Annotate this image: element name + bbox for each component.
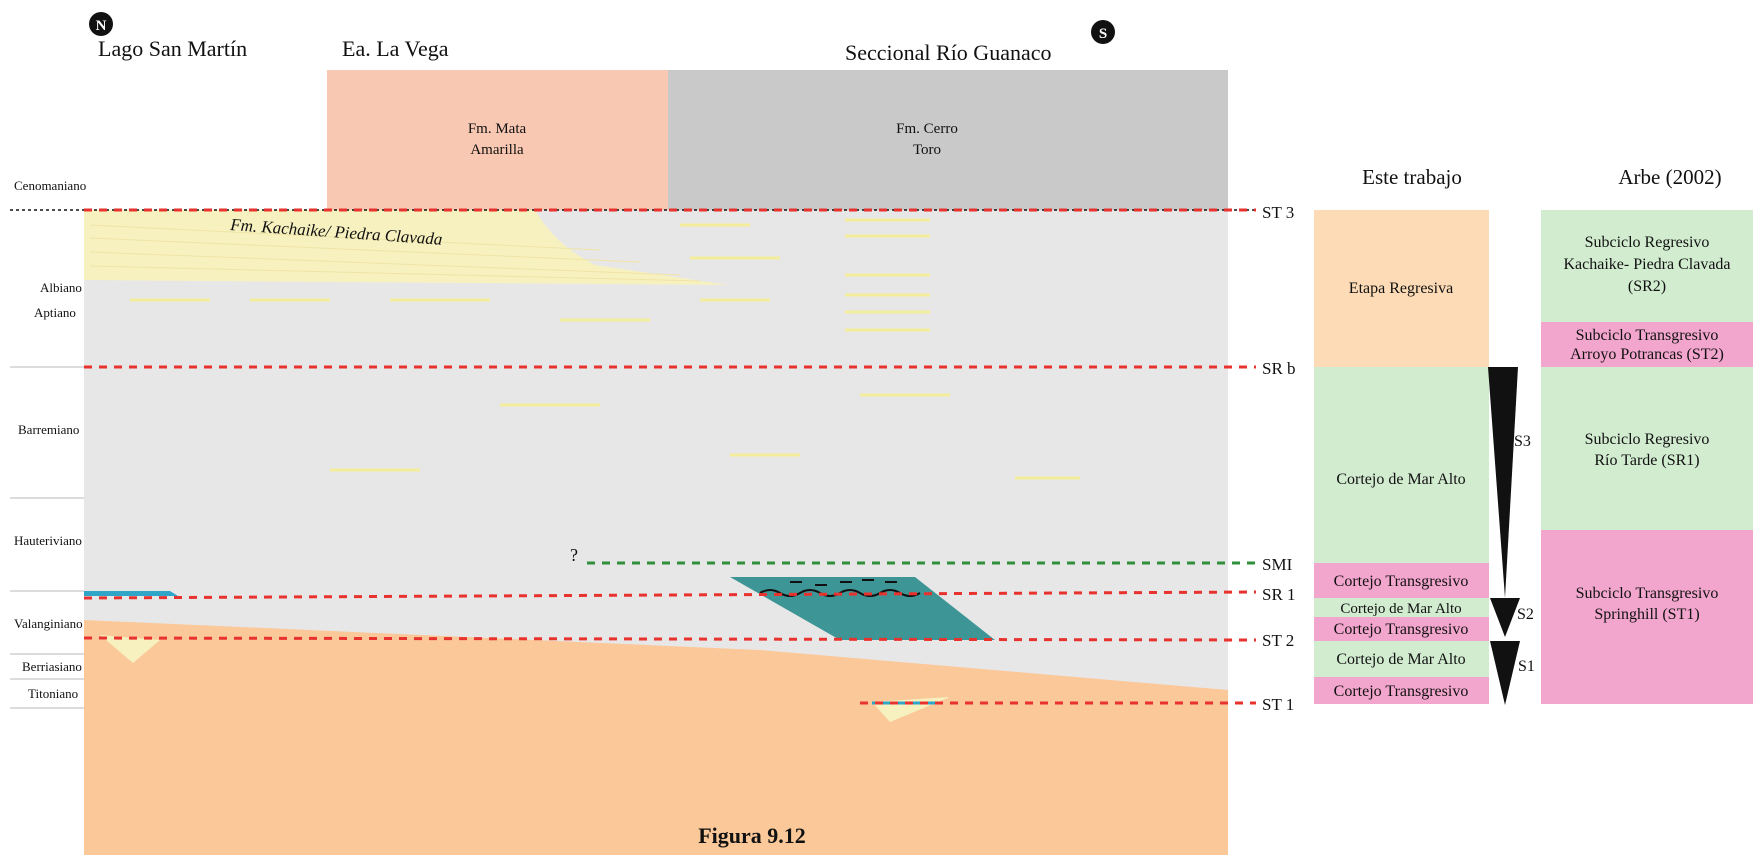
arbe-st1-line1: Subciclo Transgresivo (1576, 585, 1719, 602)
arbe-title: Arbe (2002) (1618, 165, 1721, 189)
stage-aptiano: Aptiano (34, 305, 76, 320)
fm-mata-label-1: Fm. Mata (468, 121, 527, 137)
text-mar-alto-s2: Cortejo de Mar Alto (1340, 601, 1461, 617)
arbe-sr1-line2: Río Tarde (SR1) (1594, 452, 1699, 469)
stage-titoniano: Titoniano (28, 686, 78, 701)
north-marker: N (89, 12, 113, 36)
box-etapa-regresiva (1314, 210, 1489, 367)
arbe-sr2-line1: Subciclo Regresivo (1585, 234, 1710, 251)
box-arbe-st1 (1541, 530, 1753, 704)
este-trabajo-column: Este trabajo Etapa Regresiva Cortejo de … (1314, 165, 1535, 705)
cross-section (10, 70, 1257, 855)
kachaike-hatching (89, 224, 701, 282)
arbe-sr2-line3: (SR2) (1628, 278, 1666, 295)
surface-sr1 (83, 590, 1257, 600)
label-question: ? (570, 545, 578, 565)
arbe-st2-line2: Arroyo Potrancas (ST2) (1570, 346, 1724, 363)
arbe-sr1-line1: Subciclo Regresivo (1585, 431, 1710, 448)
south-marker: S (1091, 20, 1115, 44)
este-trabajo-title: Este trabajo (1362, 165, 1462, 189)
stage-berriasiano: Berriasiano (22, 659, 82, 674)
box-arbe-sr1 (1541, 367, 1753, 530)
blue-lens-left (84, 591, 178, 596)
basement-upper (84, 620, 1228, 745)
text-mar-alto-s1: Cortejo de Mar Alto (1336, 651, 1465, 668)
stage-dividers (10, 366, 84, 709)
text-transgresivo-s2: Cortejo Transgresivo (1334, 621, 1469, 638)
label-srb: SR b (1262, 359, 1296, 378)
label-st3: ST 3 (1262, 203, 1294, 222)
arbe-st1-line2: Springhill (ST1) (1594, 606, 1699, 623)
box-transgresivo-upper (1314, 563, 1489, 598)
location-ea-la-vega: Ea. La Vega (342, 36, 449, 61)
surface-st2 (83, 636, 1257, 642)
arbe-column: Arbe (2002) Subciclo Regresivo Kachaike-… (1541, 165, 1753, 704)
box-mar-alto-main (1314, 367, 1489, 563)
south-symbol: S (1099, 26, 1107, 42)
label-s1: S1 (1518, 658, 1535, 675)
box-mar-alto-s1 (1314, 641, 1489, 677)
surface-labels: ST 3 SR b SMI SR 1 ST 2 ST 1 ? (570, 203, 1296, 714)
location-seccional-rio-guanaco: Seccional Río Guanaco (845, 40, 1052, 65)
location-lago-san-martin: Lago San Martín (98, 36, 247, 61)
mata-amarilla-unit (327, 70, 668, 210)
label-sr1: SR 1 (1262, 585, 1296, 604)
label-smi: SMI (1262, 555, 1293, 574)
label-st1: ST 1 (1262, 695, 1294, 714)
text-etapa-regresiva: Etapa Regresiva (1349, 280, 1453, 297)
fm-mata-label-2: Amarilla (470, 142, 524, 158)
text-mar-alto-main: Cortejo de Mar Alto (1336, 471, 1465, 488)
label-s2: S2 (1517, 606, 1534, 623)
stage-valanginiano: Valanginiano (14, 616, 83, 631)
label-st2: ST 2 (1262, 631, 1294, 650)
triangle-s3 (1488, 367, 1518, 598)
triangle-s1 (1490, 641, 1520, 705)
box-mar-alto-s2 (1314, 598, 1489, 617)
figure-caption: Figura 9.12 (698, 823, 806, 848)
north-symbol: N (96, 18, 107, 34)
box-arbe-st2 (1541, 322, 1753, 367)
stage-barremiano: Barremiano (18, 422, 79, 437)
triangle-s2 (1490, 598, 1520, 637)
arbe-st2-line1: Subciclo Transgresivo (1576, 327, 1719, 344)
label-s3: S3 (1514, 433, 1531, 450)
box-transgresivo-s2 (1314, 617, 1489, 641)
arbe-sr2-line2: Kachaike- Piedra Clavada (1563, 256, 1730, 273)
stage-albiano: Albiano (40, 280, 82, 295)
stage-cenomaniano: Cenomaniano (14, 178, 86, 193)
fm-cerro-label-2: Toro (913, 142, 941, 158)
kachaike-wedge (84, 210, 728, 285)
cerro-toro-unit (668, 70, 1228, 210)
valanginiano-notch (100, 635, 160, 663)
stage-hauteriviano: Hauteriviano (14, 533, 82, 548)
dash-marks (790, 579, 897, 586)
box-arbe-sr2 (1541, 210, 1753, 322)
text-transgresivo-upper: Cortejo Transgresivo (1334, 573, 1469, 590)
box-transgresivo-s1 (1314, 677, 1489, 704)
text-transgresivo-s1: Cortejo Transgresivo (1334, 683, 1469, 700)
sandstone-lenses (130, 218, 1080, 480)
stage-labels: Cenomaniano Albiano Aptiano Barremiano H… (14, 178, 86, 701)
fm-cerro-label-1: Fm. Cerro (896, 121, 958, 137)
